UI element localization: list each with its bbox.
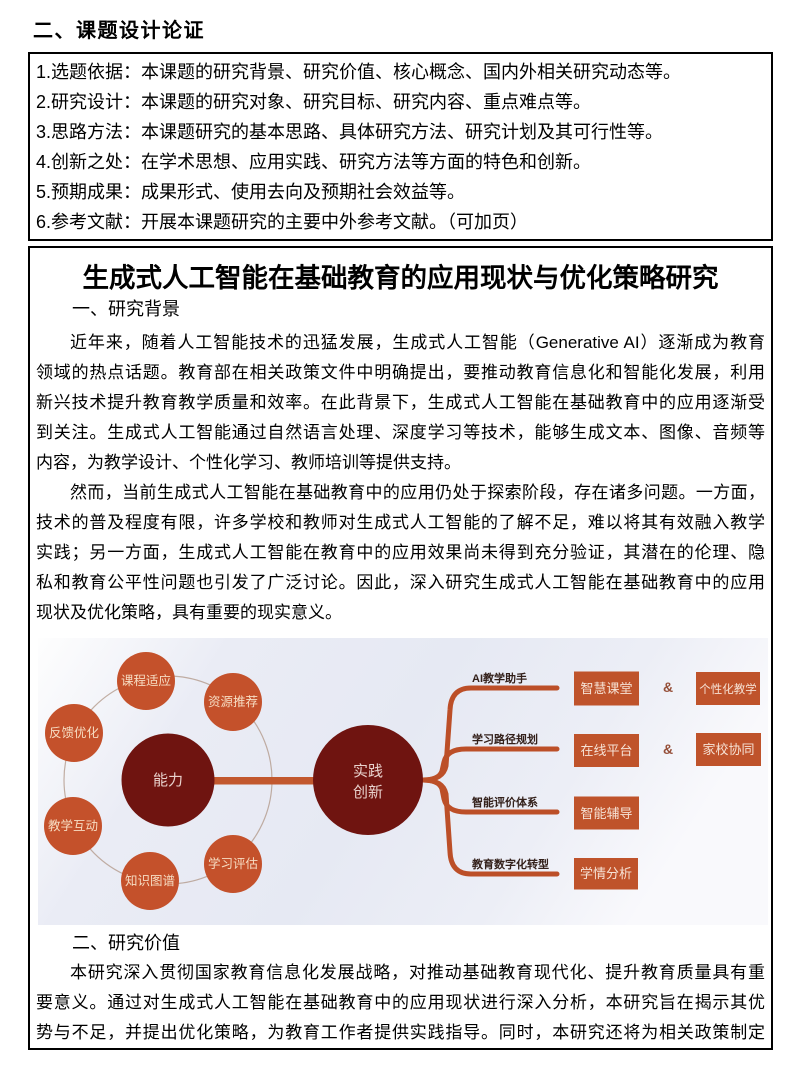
svg-text:学情分析: 学情分析 bbox=[580, 866, 632, 881]
svg-text:&: & bbox=[663, 741, 673, 757]
svg-text:创新: 创新 bbox=[353, 784, 383, 801]
svg-text:智慧课堂: 智慧课堂 bbox=[580, 681, 632, 696]
svg-text:AI教学助手: AI教学助手 bbox=[472, 671, 527, 685]
svg-text:能力: 能力 bbox=[153, 772, 183, 789]
svg-text:个性化教学: 个性化教学 bbox=[699, 682, 757, 696]
svg-text:家校协同: 家校协同 bbox=[702, 742, 754, 757]
svg-text:知识图谱: 知识图谱 bbox=[125, 874, 175, 888]
svg-text:课程适应: 课程适应 bbox=[121, 673, 171, 688]
svg-text:学习路径规划: 学习路径规划 bbox=[472, 732, 538, 746]
svg-text:智能辅导: 智能辅导 bbox=[580, 806, 632, 821]
svg-text:&: & bbox=[663, 679, 673, 695]
svg-text:资源推荐: 资源推荐 bbox=[208, 695, 258, 709]
svg-text:在线平台: 在线平台 bbox=[580, 743, 632, 758]
svg-text:实践: 实践 bbox=[353, 763, 383, 780]
svg-text:学习评估: 学习评估 bbox=[208, 856, 258, 871]
svg-text:教育数字化转型: 教育数字化转型 bbox=[471, 857, 549, 871]
svg-text:反馈优化: 反馈优化 bbox=[49, 726, 100, 740]
svg-text:教学互动: 教学互动 bbox=[48, 818, 98, 833]
svg-text:智能评价体系: 智能评价体系 bbox=[472, 795, 538, 809]
